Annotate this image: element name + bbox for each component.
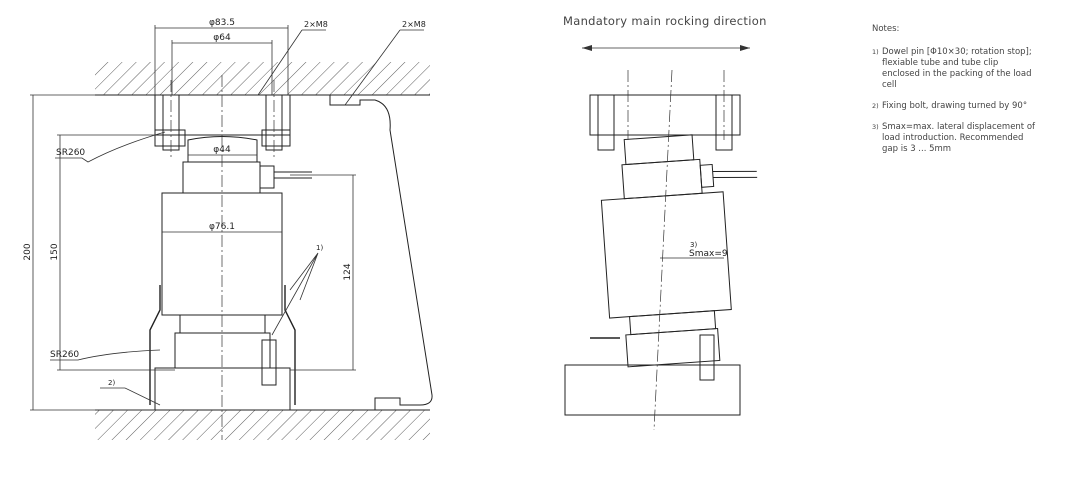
left-assembly-view: φ83.5 φ64 2×M8 2×M8 φ44 φ76.1 SR260 SR26… (23, 18, 433, 440)
dowel-pin (699, 334, 715, 381)
smax-label: Smax=9 (689, 249, 728, 259)
dim-outer-diameter: φ83.5 (209, 18, 235, 28)
note-item: 1)Dowel pin [Φ10×30; rotation stop]; fle… (872, 47, 1032, 90)
notes-heading: Notes: (872, 24, 900, 34)
dim-height-124: 124 (343, 263, 353, 280)
dim-total-height: 200 (23, 243, 33, 260)
dim-bolt-circle: φ64 (213, 33, 231, 43)
rocking-direction-title: Mandatory main rocking direction (563, 14, 767, 28)
radius-label: SR260 (50, 350, 79, 360)
cable-gland (699, 163, 715, 188)
floor-hatch (95, 410, 430, 440)
dim-height-150: 150 (50, 243, 60, 260)
reference-2: 2) (108, 379, 115, 387)
top-mounting-plate (154, 94, 291, 136)
reference-1: 1) (316, 244, 323, 252)
dim-top-diameter: φ44 (213, 145, 231, 155)
top-mounting-plate (589, 94, 741, 136)
anti-lift-bracket (329, 95, 433, 410)
protective-boot-left (149, 285, 161, 405)
reference-3: 3) (690, 241, 697, 249)
notes-panel: Notes: 1)Dowel pin [Φ10×30; rotation sto… (872, 24, 1052, 165)
dowel-pin (261, 339, 277, 386)
dim-body-diameter: φ76.1 (209, 222, 235, 232)
thread-label: 2×M8 (304, 20, 328, 29)
radius-label: SR260 (56, 148, 85, 158)
load-cell-head (182, 161, 261, 194)
thread-label: 2×M8 (402, 20, 426, 29)
note-item: 2)Fixing bolt, drawing turned by 90° (872, 101, 1028, 111)
rocking-direction-view: 3) Smax=9 (564, 45, 758, 431)
note-item: 3)Smax=max. lateral displacement of load… (872, 122, 1036, 154)
base-plate (564, 364, 741, 416)
cable-gland (259, 165, 275, 189)
base-plate (154, 367, 291, 411)
load-cell-head (621, 158, 703, 200)
load-button (187, 136, 258, 163)
top-ceiling-hatch (95, 62, 430, 95)
protective-boot-right (284, 285, 296, 405)
